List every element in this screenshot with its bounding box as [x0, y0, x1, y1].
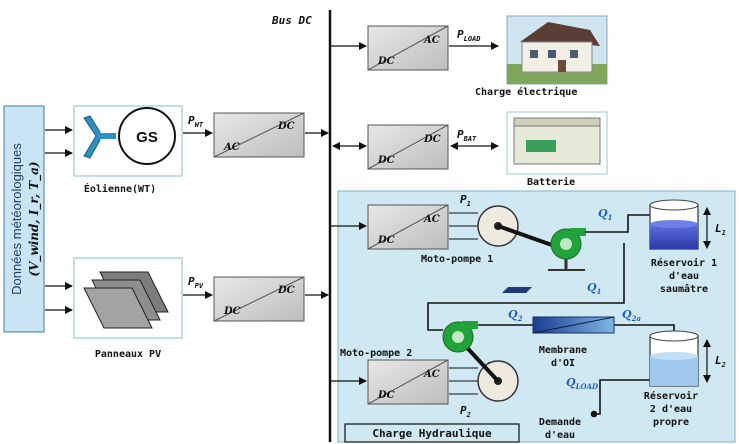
- converter-battery: DC DC PBAT: [332, 124, 499, 170]
- svg-text:Membrane: Membrane: [539, 345, 587, 356]
- svg-text:DC: DC: [377, 155, 395, 166]
- pipes: [427, 214, 675, 418]
- tank-1: L1 Réservoir 1 d'eau saumâtre: [649, 199, 726, 295]
- svg-text:L2: L2: [715, 354, 726, 369]
- svg-text:L1: L1: [715, 222, 726, 237]
- battery-label: Batterie: [527, 176, 575, 188]
- svg-text:PWT: PWT: [188, 114, 204, 129]
- pv-label: Panneaux PV: [95, 349, 161, 360]
- svg-text:propre: propre: [653, 417, 689, 428]
- converter-pump1: AC DC P1: [331, 193, 478, 250]
- ro-membrane: Membrane d'OI: [532, 316, 615, 369]
- svg-text:Réservoir: Réservoir: [644, 390, 698, 402]
- svg-text:Demande: Demande: [539, 417, 581, 428]
- svg-text:DC: DC: [277, 121, 295, 132]
- svg-text:P2: P2: [460, 404, 471, 419]
- svg-text:AC: AC: [423, 214, 440, 225]
- svg-text:AC: AC: [423, 35, 440, 46]
- generator-label: GS: [136, 129, 158, 146]
- svg-text:PLOAD: PLOAD: [457, 28, 480, 43]
- tank-2: L2 Réservoir 2 d'eau propre: [644, 330, 726, 428]
- hydraulic-load-title: Charge Hydraulique: [372, 427, 492, 440]
- converter-pv: PPV DC DC: [183, 275, 329, 322]
- svg-text:Q1: Q1: [598, 207, 612, 222]
- svg-text:saumâtre: saumâtre: [660, 283, 708, 295]
- wind-turbine: GS Éolienne(WT): [73, 105, 183, 195]
- turbine-blade-icon: [83, 115, 101, 159]
- pump2-label: Moto-pompe 2: [340, 348, 412, 359]
- solar-panel-icon: [83, 287, 153, 329]
- svg-text:DC: DC: [423, 134, 441, 145]
- electric-load: Charge électrique: [475, 15, 608, 98]
- electric-load-label: Charge électrique: [475, 86, 577, 98]
- battery: Batterie: [506, 111, 608, 188]
- svg-text:AC: AC: [223, 142, 240, 153]
- svg-text:P1: P1: [460, 193, 471, 208]
- svg-text:Q2: Q2: [508, 308, 523, 323]
- svg-text:Q2a: Q2a: [622, 308, 641, 323]
- dc-bus: Bus DC: [271, 10, 332, 442]
- pump1-label: Moto-pompe 1: [421, 254, 493, 265]
- svg-text:d'OI: d'OI: [551, 358, 575, 369]
- meteo-title: Données météorologiques: [9, 143, 24, 295]
- svg-text:DC: DC: [377, 390, 395, 401]
- svg-text:d'eau: d'eau: [545, 430, 575, 441]
- svg-text:Q1: Q1: [587, 281, 601, 296]
- svg-text:QLOAD: QLOAD: [566, 376, 599, 391]
- motor-pump-1: Moto-pompe 1: [421, 205, 586, 293]
- dc-bus-label: Bus DC: [271, 14, 312, 27]
- meteo-variables: (V_wind, I_r, T_a): [27, 161, 42, 276]
- svg-text:d'eau: d'eau: [669, 271, 699, 282]
- converter-load: AC DC PLOAD: [331, 25, 499, 71]
- svg-text:Réservoir 1: Réservoir 1: [651, 257, 717, 269]
- svg-text:2 d'eau: 2 d'eau: [650, 404, 692, 415]
- svg-text:DC: DC: [223, 306, 241, 317]
- wind-turbine-label: Éolienne(WT): [84, 182, 156, 195]
- svg-text:DC: DC: [277, 285, 295, 296]
- meteo-data-box: Données météorologiques (V_wind, I_r, T_…: [3, 105, 73, 333]
- svg-text:DC: DC: [377, 56, 395, 67]
- svg-text:PPV: PPV: [188, 275, 204, 290]
- svg-text:PBAT: PBAT: [457, 128, 477, 143]
- svg-text:AC: AC: [423, 369, 440, 380]
- converter-wt: PWT DC AC: [183, 112, 329, 158]
- motor-pump-2: Moto-pompe 2: [340, 321, 519, 402]
- water-demand: Demande d'eau: [539, 417, 581, 441]
- generator-icon: [118, 107, 176, 165]
- pv-panels: Panneaux PV: [73, 257, 183, 360]
- svg-text:DC: DC: [377, 235, 395, 246]
- converter-pump2: AC DC P2: [331, 359, 478, 419]
- flow-labels: Q1 Q1 Q2 Q2a QLOAD: [508, 207, 641, 391]
